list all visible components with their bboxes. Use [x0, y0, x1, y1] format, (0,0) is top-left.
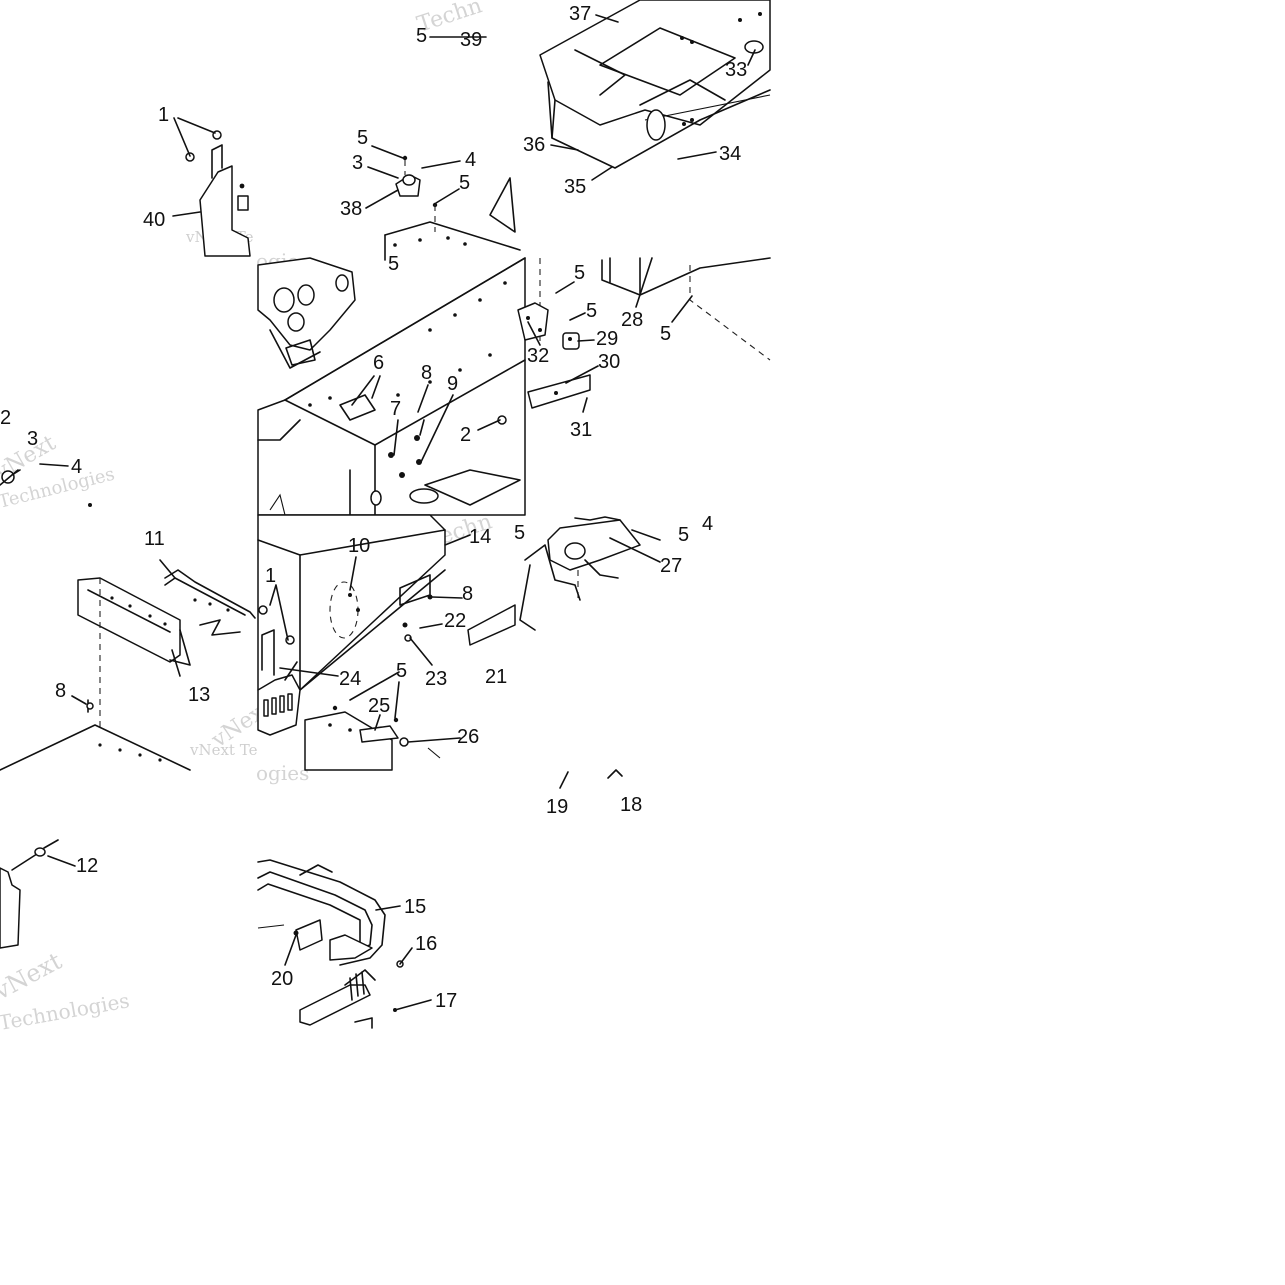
callout-27: 27 — [660, 555, 682, 577]
callout-8-top: 8 — [421, 362, 432, 384]
watermark-vnext-bottom: vNext — [0, 947, 67, 1006]
callout-21: 21 — [485, 666, 507, 688]
callout-5-footrest-left: 5 — [514, 522, 525, 544]
part-19 — [559, 771, 569, 789]
callout-5-mid-b: 5 — [586, 300, 597, 322]
callout-8-mid: 8 — [462, 583, 473, 605]
callout-35: 35 — [564, 176, 586, 198]
rear-bumper-15 — [257, 859, 404, 1029]
callout-26: 26 — [457, 726, 479, 748]
callout-34: 34 — [719, 143, 741, 165]
callout-36: 36 — [523, 134, 545, 156]
callout-17: 17 — [435, 990, 457, 1012]
leader-lines — [11, 14, 756, 1011]
bracket-38 — [395, 155, 438, 208]
callout-31: 31 — [570, 419, 592, 441]
callout-20: 20 — [271, 968, 293, 990]
callout-40: 40 — [143, 209, 165, 231]
callout-25: 25 — [368, 695, 390, 717]
callout-11: 11 — [144, 528, 165, 550]
steering-bracket-upper — [257, 257, 356, 369]
chassis-tunnel — [257, 257, 526, 516]
callout-32: 32 — [527, 345, 549, 367]
callout-8-left: 8 — [55, 680, 66, 702]
callout-23: 23 — [425, 668, 447, 690]
callout-14: 14 — [469, 526, 491, 548]
callout-4-left: 4 — [71, 456, 82, 478]
flap-12 — [0, 839, 59, 949]
callout-5-right: 5 — [660, 323, 671, 345]
callout-13: 13 — [188, 684, 210, 706]
callout-9: 9 — [447, 373, 458, 395]
rail-25 — [304, 705, 441, 771]
callout-38: 38 — [340, 198, 362, 220]
callout-5-rail: 5 — [396, 660, 407, 682]
callout-22: 22 — [444, 610, 466, 632]
callout-5-plate-low: 5 — [388, 253, 399, 275]
callout-29: 29 — [596, 328, 618, 350]
watermark-te-mid: vNext Te — [189, 741, 258, 759]
callout-3-left: 3 — [27, 428, 38, 450]
part-18 — [607, 769, 623, 779]
callout-5-plate: 5 — [459, 172, 470, 194]
callout-33: 33 — [725, 59, 747, 81]
bracket-28-32 — [517, 257, 771, 409]
callout-16: 16 — [415, 933, 437, 955]
bracket-24 — [257, 605, 301, 736]
callout-18: 18 — [620, 794, 642, 816]
callout-2-left: 2 — [0, 407, 11, 429]
bracket-40 — [185, 130, 251, 257]
callout-5-bracket: 5 — [357, 127, 368, 149]
callout-5-mid-a: 5 — [574, 262, 585, 284]
callout-15: 15 — [404, 896, 426, 918]
callout-10: 10 — [348, 535, 370, 557]
frame-plate — [384, 177, 521, 261]
callout-4: 4 — [465, 149, 476, 171]
callout-28: 28 — [621, 309, 643, 331]
callout-5-footrest-right: 5 — [678, 524, 689, 546]
callout-7: 7 — [390, 398, 401, 420]
callout-1-top: 1 — [158, 104, 169, 126]
callout-12: 12 — [76, 855, 98, 877]
front-bumper-assembly — [0, 577, 191, 771]
callout-37: 37 — [569, 3, 591, 25]
seat-pan-37 — [539, 0, 771, 169]
callout-2-mid: 2 — [460, 424, 471, 446]
callout-30: 30 — [598, 351, 620, 373]
watermark-ogies-mid: ogies — [256, 761, 309, 785]
callout-numbers: 1 40 5 39 37 33 34 36 35 5 3 4 5 38 5 5 … — [0, 3, 747, 1012]
callout-5-top: 5 — [416, 25, 427, 47]
footrest-27 — [467, 516, 661, 646]
callout-39: 39 — [460, 29, 482, 51]
callout-1-mid: 1 — [265, 565, 276, 587]
line-art — [0, 0, 771, 1029]
callout-3: 3 — [352, 152, 363, 174]
callout-24: 24 — [339, 668, 361, 690]
callout-6: 6 — [373, 352, 384, 374]
callout-4-footrest: 4 — [702, 513, 713, 535]
callout-19: 19 — [546, 796, 568, 818]
